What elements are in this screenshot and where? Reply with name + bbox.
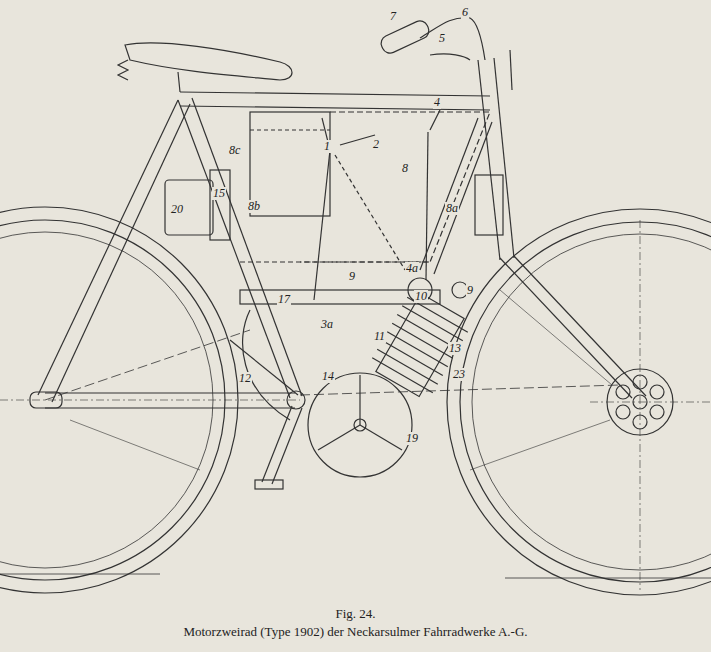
front-axle — [633, 395, 647, 409]
callout-number: 12 — [238, 372, 252, 385]
callout-number: 8a — [445, 202, 459, 215]
callout-number: 15 — [212, 187, 226, 200]
clamp-15 — [210, 170, 230, 240]
tank-line — [250, 129, 330, 130]
frame — [38, 58, 646, 408]
callout-number: 17 — [277, 293, 291, 306]
coil-20 — [165, 180, 213, 235]
lamp-bracket — [510, 50, 512, 90]
lever-2 — [340, 135, 375, 145]
engine — [240, 278, 473, 477]
figure-caption: Motorzweirad (Type 1902) der Neckarsulme… — [0, 624, 711, 640]
saddle — [125, 43, 292, 80]
callout-number: 6 — [461, 6, 469, 19]
cable — [335, 155, 405, 270]
front-rim-inner — [472, 234, 711, 570]
brake-lever — [430, 54, 470, 60]
figure-number: Fig. 24. — [0, 606, 711, 622]
spoke — [500, 290, 612, 385]
fork-spring — [475, 175, 503, 235]
front-tire — [447, 209, 711, 595]
lever-4 — [430, 110, 440, 130]
tank-8b — [250, 112, 330, 216]
callout-number: 10 — [414, 290, 428, 303]
callout-number: 23 — [452, 368, 466, 381]
saddle-spring — [118, 60, 180, 92]
callout-number: 20 — [170, 203, 184, 216]
spoke — [70, 420, 200, 470]
crank-arm-rear — [230, 340, 298, 395]
belt — [300, 385, 620, 395]
grip — [379, 18, 432, 55]
rear-axle — [30, 392, 62, 408]
callout-number: 11 — [373, 330, 386, 343]
axis-line — [590, 402, 711, 403]
ground-line — [505, 578, 711, 579]
callout-number: 9 — [466, 284, 474, 297]
axis-line — [640, 220, 641, 590]
handlebar — [420, 18, 485, 60]
callout-number: 4 — [433, 96, 441, 109]
callout-number: 2 — [372, 138, 380, 151]
callout-number: 9 — [348, 270, 356, 283]
pulley-holes — [616, 375, 664, 429]
ground-line — [0, 574, 160, 575]
callout-number: 8c — [228, 144, 241, 157]
spoke — [470, 420, 610, 470]
callout-number: 8b — [247, 200, 261, 213]
callout-number: 13 — [448, 342, 462, 355]
crank-arm — [272, 408, 302, 484]
pedal — [255, 480, 283, 489]
callout-number: 7 — [389, 10, 397, 23]
callout-number: 1 — [323, 140, 331, 153]
front-hub-pulley — [607, 369, 673, 435]
rod — [426, 132, 428, 280]
callout-number: 14 — [321, 370, 335, 383]
callout-number: 5 — [438, 32, 446, 45]
callout-number: 8 — [401, 162, 409, 175]
callout-number: 19 — [405, 432, 419, 445]
rod — [314, 150, 330, 300]
tank-outline — [300, 112, 490, 262]
callout-number: 3a — [320, 318, 334, 331]
front-rim — [460, 222, 711, 582]
chain-line — [45, 330, 250, 400]
callout-number: 4a — [405, 262, 419, 275]
